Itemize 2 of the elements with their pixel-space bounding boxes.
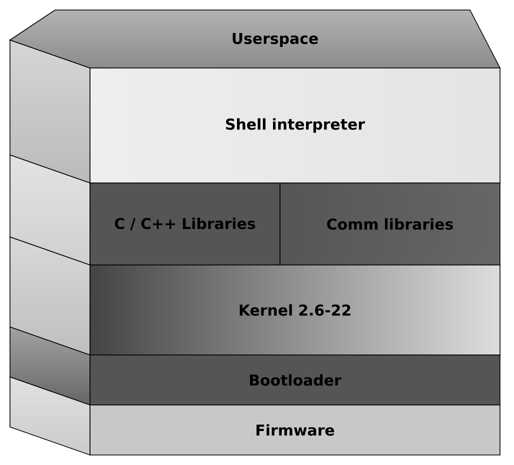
layer-band: Comm libraries — [280, 182, 500, 266]
layer-band: C / C++ Libraries — [90, 182, 280, 266]
